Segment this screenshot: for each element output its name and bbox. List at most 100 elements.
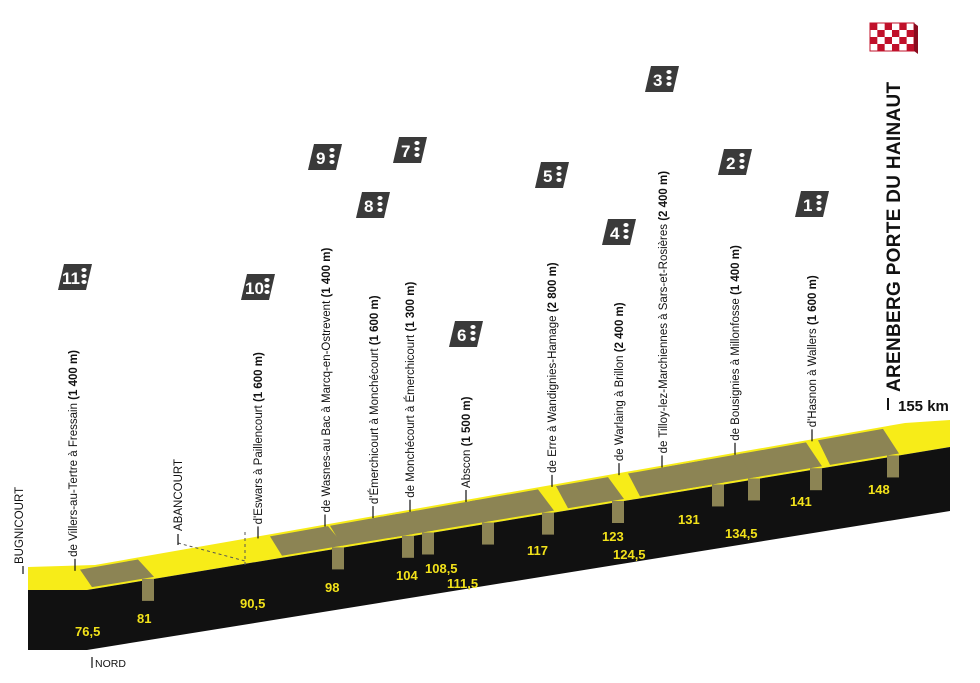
cobblestone-icon (666, 70, 672, 86)
finish-distance: 155 km (898, 398, 949, 415)
sector-4-cobble-front (712, 484, 724, 507)
sector-8-cobble-front (422, 532, 434, 555)
sector-2-badge-number: 2 (726, 154, 735, 173)
sector-9-cobble-front (402, 535, 414, 558)
sector-5-km-start: 117 (527, 543, 548, 558)
sector-badges: 11 10 9 8 7 6 5 4 3 2 1 (58, 66, 829, 347)
sector-9-length: (1 400 m) (321, 248, 333, 298)
sector-7-cobble-front (482, 522, 494, 545)
sector-5-cobble-band (556, 477, 624, 509)
sector-9-km-start: 98 (325, 580, 339, 595)
sector-6-cobble-band (470, 489, 554, 523)
sector-5-badge: 5 (535, 162, 569, 188)
sector-1-km-start: 141 (790, 494, 812, 509)
road-side-face (28, 590, 87, 650)
finish-name: ARENBERG PORTE DU HAINAUT (884, 81, 905, 392)
cobblestone-icon (556, 166, 562, 182)
sector-7-cobble-band (406, 499, 494, 534)
sector-11-cobble-front (142, 578, 154, 601)
sector-1-badge: 1 (795, 191, 829, 217)
finish-area: ARENBERG PORTE DU HAINAUT 155 km (869, 22, 949, 415)
sector-10-km-start: 90,5 (240, 596, 265, 611)
sector-10-name: d'Eswars à Paillencourt (253, 402, 265, 524)
sector-10-cobble-band (270, 526, 344, 556)
sector-10-badge: 10 (241, 274, 275, 300)
sector-3-badge-number: 3 (653, 71, 662, 90)
sector-5-name: de Erre à Wandignies-Hamage (547, 312, 559, 473)
cobblestone-icon (81, 268, 87, 284)
sector-9-badge-number: 9 (316, 149, 325, 168)
cobblestone-icon (414, 141, 420, 157)
sector-5-label: de Erre à Wandignies-Hamage (2 800 m) (547, 262, 559, 473)
sector-2-cobble-band (740, 442, 822, 478)
sector-5-badge-number: 5 (543, 167, 552, 186)
sector-2-label: de Bousignies à Millonfosse (1 400 m) (730, 245, 742, 441)
sector-3-badge: 3 (645, 66, 679, 92)
sector-1-badge-number: 1 (803, 196, 812, 215)
abancourt-label: ABANCOURT (173, 459, 185, 531)
start-labels: BUGNICOURT ABANCOURT NORD (14, 459, 185, 670)
sector-1-cobble-band (818, 428, 899, 465)
sector-4-km-end: 124,5 (613, 547, 646, 562)
sector-1-name: d'Hasnon à Wallers (807, 325, 819, 427)
sector-1-cobble-front (887, 455, 899, 478)
cobblestone-icon (377, 196, 383, 212)
sector-3-km-start: 131 (678, 512, 700, 527)
sector-7-name: de Monchécourt à Émerchicourt (404, 332, 417, 498)
sector-3-cobble-front (748, 478, 760, 501)
sector-11-badge-number: 11 (62, 269, 80, 288)
sector-2-name: de Bousignies à Millonfosse (730, 295, 742, 441)
sector-11-name: de Villers-au-Tertre à Fressain (68, 400, 80, 557)
cobblestone-icon (623, 223, 629, 239)
sector-2-cobble-front (810, 468, 822, 491)
sector-11-label: de Villers-au-Tertre à Fressain (1 400 m… (68, 350, 80, 557)
sector-6-cobble-front (542, 512, 554, 535)
nord-label: NORD (95, 658, 126, 670)
sector-6-name: Abscon (461, 446, 473, 488)
sector-7-km-start: 108,5 (425, 561, 458, 576)
sector-6-badge-number: 6 (457, 326, 466, 345)
sector-8-km-start: 104 (396, 568, 418, 583)
sector-labels: de Villers-au-Tertre à Fressain (1 400 m… (68, 171, 819, 571)
sector-4-label: de Warlaing à Brillon (2 400 m) (614, 302, 626, 461)
cobblestone-icon (816, 195, 822, 211)
sector-6-length: (1 500 m) (461, 396, 473, 446)
sector-6-badge: 6 (449, 321, 483, 347)
sector-1-label: d'Hasnon à Wallers (1 600 m) (807, 275, 819, 427)
sector-4-km-start: 123 (602, 529, 624, 544)
sector-11-km-end: 81 (137, 611, 151, 626)
sector-8-badge-number: 8 (364, 197, 373, 216)
sector-8-label: d'Émerchicourt à Monchécourt (1 600 m) (368, 295, 381, 504)
cobble-sectors (80, 428, 899, 601)
sector-10-label: d'Eswars à Paillencourt (1 600 m) (253, 352, 265, 524)
sector-7-length: (1 300 m) (405, 282, 417, 332)
sector-3-name: de Tilloy-lez-Marchiennes à Sars-et-Rosi… (658, 221, 670, 454)
sector-11-length: (1 400 m) (68, 350, 80, 400)
sector-3-length: (2 400 m) (658, 171, 670, 221)
sector-1-km-end: 148 (868, 482, 890, 497)
sector-5-length: (2 800 m) (547, 262, 559, 312)
sector-5-cobble-front (612, 501, 624, 524)
sector-2-km-start: 134,5 (725, 526, 758, 541)
cobblestone-icon (264, 278, 270, 294)
sector-9-badge: 9 (308, 144, 342, 170)
cobblestone-icon (470, 325, 476, 341)
sector-4-badge-number: 4 (610, 224, 620, 243)
sector-4-badge: 4 (602, 219, 636, 245)
sector-4-name: de Warlaing à Brillon (614, 352, 626, 461)
cobblestone-icon (329, 148, 335, 164)
sector-2-badge: 2 (718, 149, 752, 175)
sector-3-label: de Tilloy-lez-Marchiennes à Sars-et-Rosi… (658, 171, 670, 454)
sector-10-length: (1 600 m) (253, 352, 265, 402)
bugnicourt-label: BUGNICOURT (14, 487, 26, 564)
sector-4-length: (2 400 m) (614, 302, 626, 352)
sector-8-badge: 8 (356, 192, 390, 218)
sector-2-length: (1 400 m) (730, 245, 742, 295)
sector-6-label: Abscon (1 500 m) (461, 396, 473, 488)
sector-7-badge-number: 7 (401, 142, 410, 161)
sector-9-name: de Wasnes-au Bac à Marcq-en-Ostrevent (321, 298, 333, 513)
sector-6-km-start: 111,5 (447, 576, 478, 591)
